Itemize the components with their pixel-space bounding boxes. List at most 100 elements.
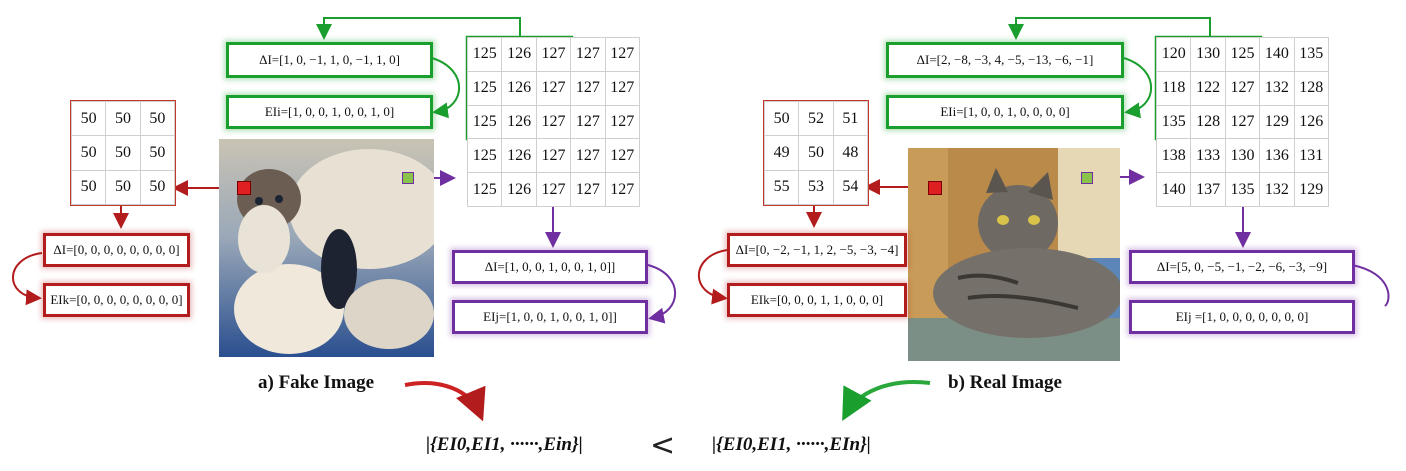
cell: 130 xyxy=(1224,138,1261,174)
cell: 127 xyxy=(1224,104,1261,140)
cell: 126 xyxy=(501,70,537,106)
cell: 120 xyxy=(1155,37,1192,72)
green-delta-box-right: ΔI=[2, −8, −3, 4, −5, −13, −6, −1] xyxy=(886,42,1124,78)
fake-ei-set-formula: |{EI0,EI1, ······,Ein}| xyxy=(426,434,583,455)
real-image-caption: b) Real Image xyxy=(948,372,1062,393)
cell: 125 xyxy=(466,104,503,140)
cell: 50 xyxy=(70,169,107,206)
cell: 129 xyxy=(1293,172,1330,207)
cell: 136 xyxy=(1259,138,1295,174)
cell: 133 xyxy=(1190,138,1226,174)
cell: 132 xyxy=(1259,172,1295,207)
cell: 50 xyxy=(105,135,141,171)
cell: 126 xyxy=(501,172,537,207)
cell: 125 xyxy=(466,172,503,207)
cell: 50 xyxy=(70,100,107,137)
green-curve-arrow-right xyxy=(1123,57,1152,119)
cell: 127 xyxy=(604,172,641,207)
cell: 127 xyxy=(535,172,572,207)
cell: 127 xyxy=(570,172,606,207)
cell: 127 xyxy=(570,70,606,106)
cell: 127 xyxy=(570,104,606,140)
cell: 125 xyxy=(466,138,503,174)
green-delta-box: ΔI=[1, 0, −1, 1, 0, −1, 1, 0] xyxy=(226,42,433,78)
green-connector-arrow-right xyxy=(1008,17,1211,40)
cell: 127 xyxy=(535,37,572,72)
cell: 50 xyxy=(70,135,107,171)
cell: 127 xyxy=(535,70,572,106)
cell: 48 xyxy=(832,135,869,171)
purple-ei-box: EIj=[1, 0, 0, 1, 0, 0, 1, 0]] xyxy=(452,300,648,334)
cell: 126 xyxy=(501,104,537,140)
cell: 128 xyxy=(1190,104,1226,140)
cell: 128 xyxy=(1293,70,1330,106)
red-ei-box: EIk=[0, 0, 0, 0, 0, 0, 0, 0] xyxy=(43,283,190,317)
cell: 125 xyxy=(1224,37,1261,72)
green-ei-box-right: EIi=[1, 0, 0, 1, 0, 0, 0, 0] xyxy=(886,95,1124,129)
cell: 50 xyxy=(139,135,176,171)
cell: 127 xyxy=(604,37,641,72)
cell: 135 xyxy=(1155,104,1192,140)
cell: 53 xyxy=(798,169,834,206)
cell: 135 xyxy=(1224,172,1261,207)
cell: 55 xyxy=(763,169,800,206)
purple-pixel-marker xyxy=(402,172,414,184)
purple-pixel-marker-right xyxy=(1081,172,1093,184)
red-delta-box-right: ΔI=[0, −2, −1, 1, 2, −5, −3, −4] xyxy=(727,233,907,267)
cell: 140 xyxy=(1259,37,1295,72)
cell: 132 xyxy=(1259,70,1295,106)
cell: 127 xyxy=(570,37,606,72)
cell: 51 xyxy=(832,100,869,137)
cell: 54 xyxy=(832,169,869,206)
cell: 52 xyxy=(798,100,834,137)
cell: 137 xyxy=(1190,172,1226,207)
red-pixel-marker xyxy=(237,181,251,195)
green-ei-box: EIi=[1, 0, 0, 1, 0, 0, 1, 0] xyxy=(226,95,433,129)
cell: 131 xyxy=(1293,138,1330,174)
cell: 126 xyxy=(501,138,537,174)
cell: 126 xyxy=(1293,104,1330,140)
red-curve-arrow-right xyxy=(697,249,728,305)
cell: 50 xyxy=(798,135,834,171)
cell: 122 xyxy=(1190,70,1226,106)
cell: 50 xyxy=(139,169,176,206)
purple-delta-box-right: ΔI=[5, 0, −5, −1, −2, −6, −3, −9] xyxy=(1129,250,1355,284)
cell: 129 xyxy=(1259,104,1295,140)
cell: 50 xyxy=(105,169,141,206)
red-ei-box-right: EIk=[0, 0, 0, 1, 1, 0, 0, 0] xyxy=(727,283,907,317)
real-to-formula-arrow xyxy=(842,380,931,422)
fake-to-formula-arrow xyxy=(404,381,486,422)
purple-curve-arrow xyxy=(647,264,676,324)
cell: 50 xyxy=(139,100,176,137)
cell: 125 xyxy=(466,37,503,72)
cell: 118 xyxy=(1155,70,1192,106)
cell: 127 xyxy=(535,138,572,174)
cell: 127 xyxy=(604,70,641,106)
cell: 130 xyxy=(1190,37,1226,72)
cell: 127 xyxy=(604,104,641,140)
green-connector-arrow xyxy=(316,17,521,40)
fake-image-caption: a) Fake Image xyxy=(258,372,375,393)
green-curve-arrow xyxy=(431,57,460,119)
red-pixel-marker-right xyxy=(928,181,942,195)
red-curve-arrow xyxy=(12,252,43,306)
cell: 125 xyxy=(466,70,503,106)
cell: 140 xyxy=(1155,172,1192,207)
purple-ei-box-right: EIj =[1, 0, 0, 0, 0, 0, 0, 0] xyxy=(1129,300,1355,334)
cell: 127 xyxy=(535,104,572,140)
cell: 50 xyxy=(105,100,141,137)
red-delta-box: ΔI=[0, 0, 0, 0, 0, 0, 0, 0] xyxy=(43,233,190,267)
cell: 138 xyxy=(1155,138,1192,174)
real-ei-set-formula: |{EI0,EI1, ······,EIn}| xyxy=(712,434,871,455)
purple-curve-arrow-right xyxy=(1351,264,1390,307)
cell: 50 xyxy=(763,100,800,137)
cell: 127 xyxy=(604,138,641,174)
cell: 135 xyxy=(1293,37,1330,72)
less-than-symbol: < xyxy=(650,428,676,463)
purple-delta-box: ΔI=[1, 0, 0, 1, 0, 0, 1, 0]] xyxy=(452,250,648,284)
cell: 126 xyxy=(501,37,537,72)
